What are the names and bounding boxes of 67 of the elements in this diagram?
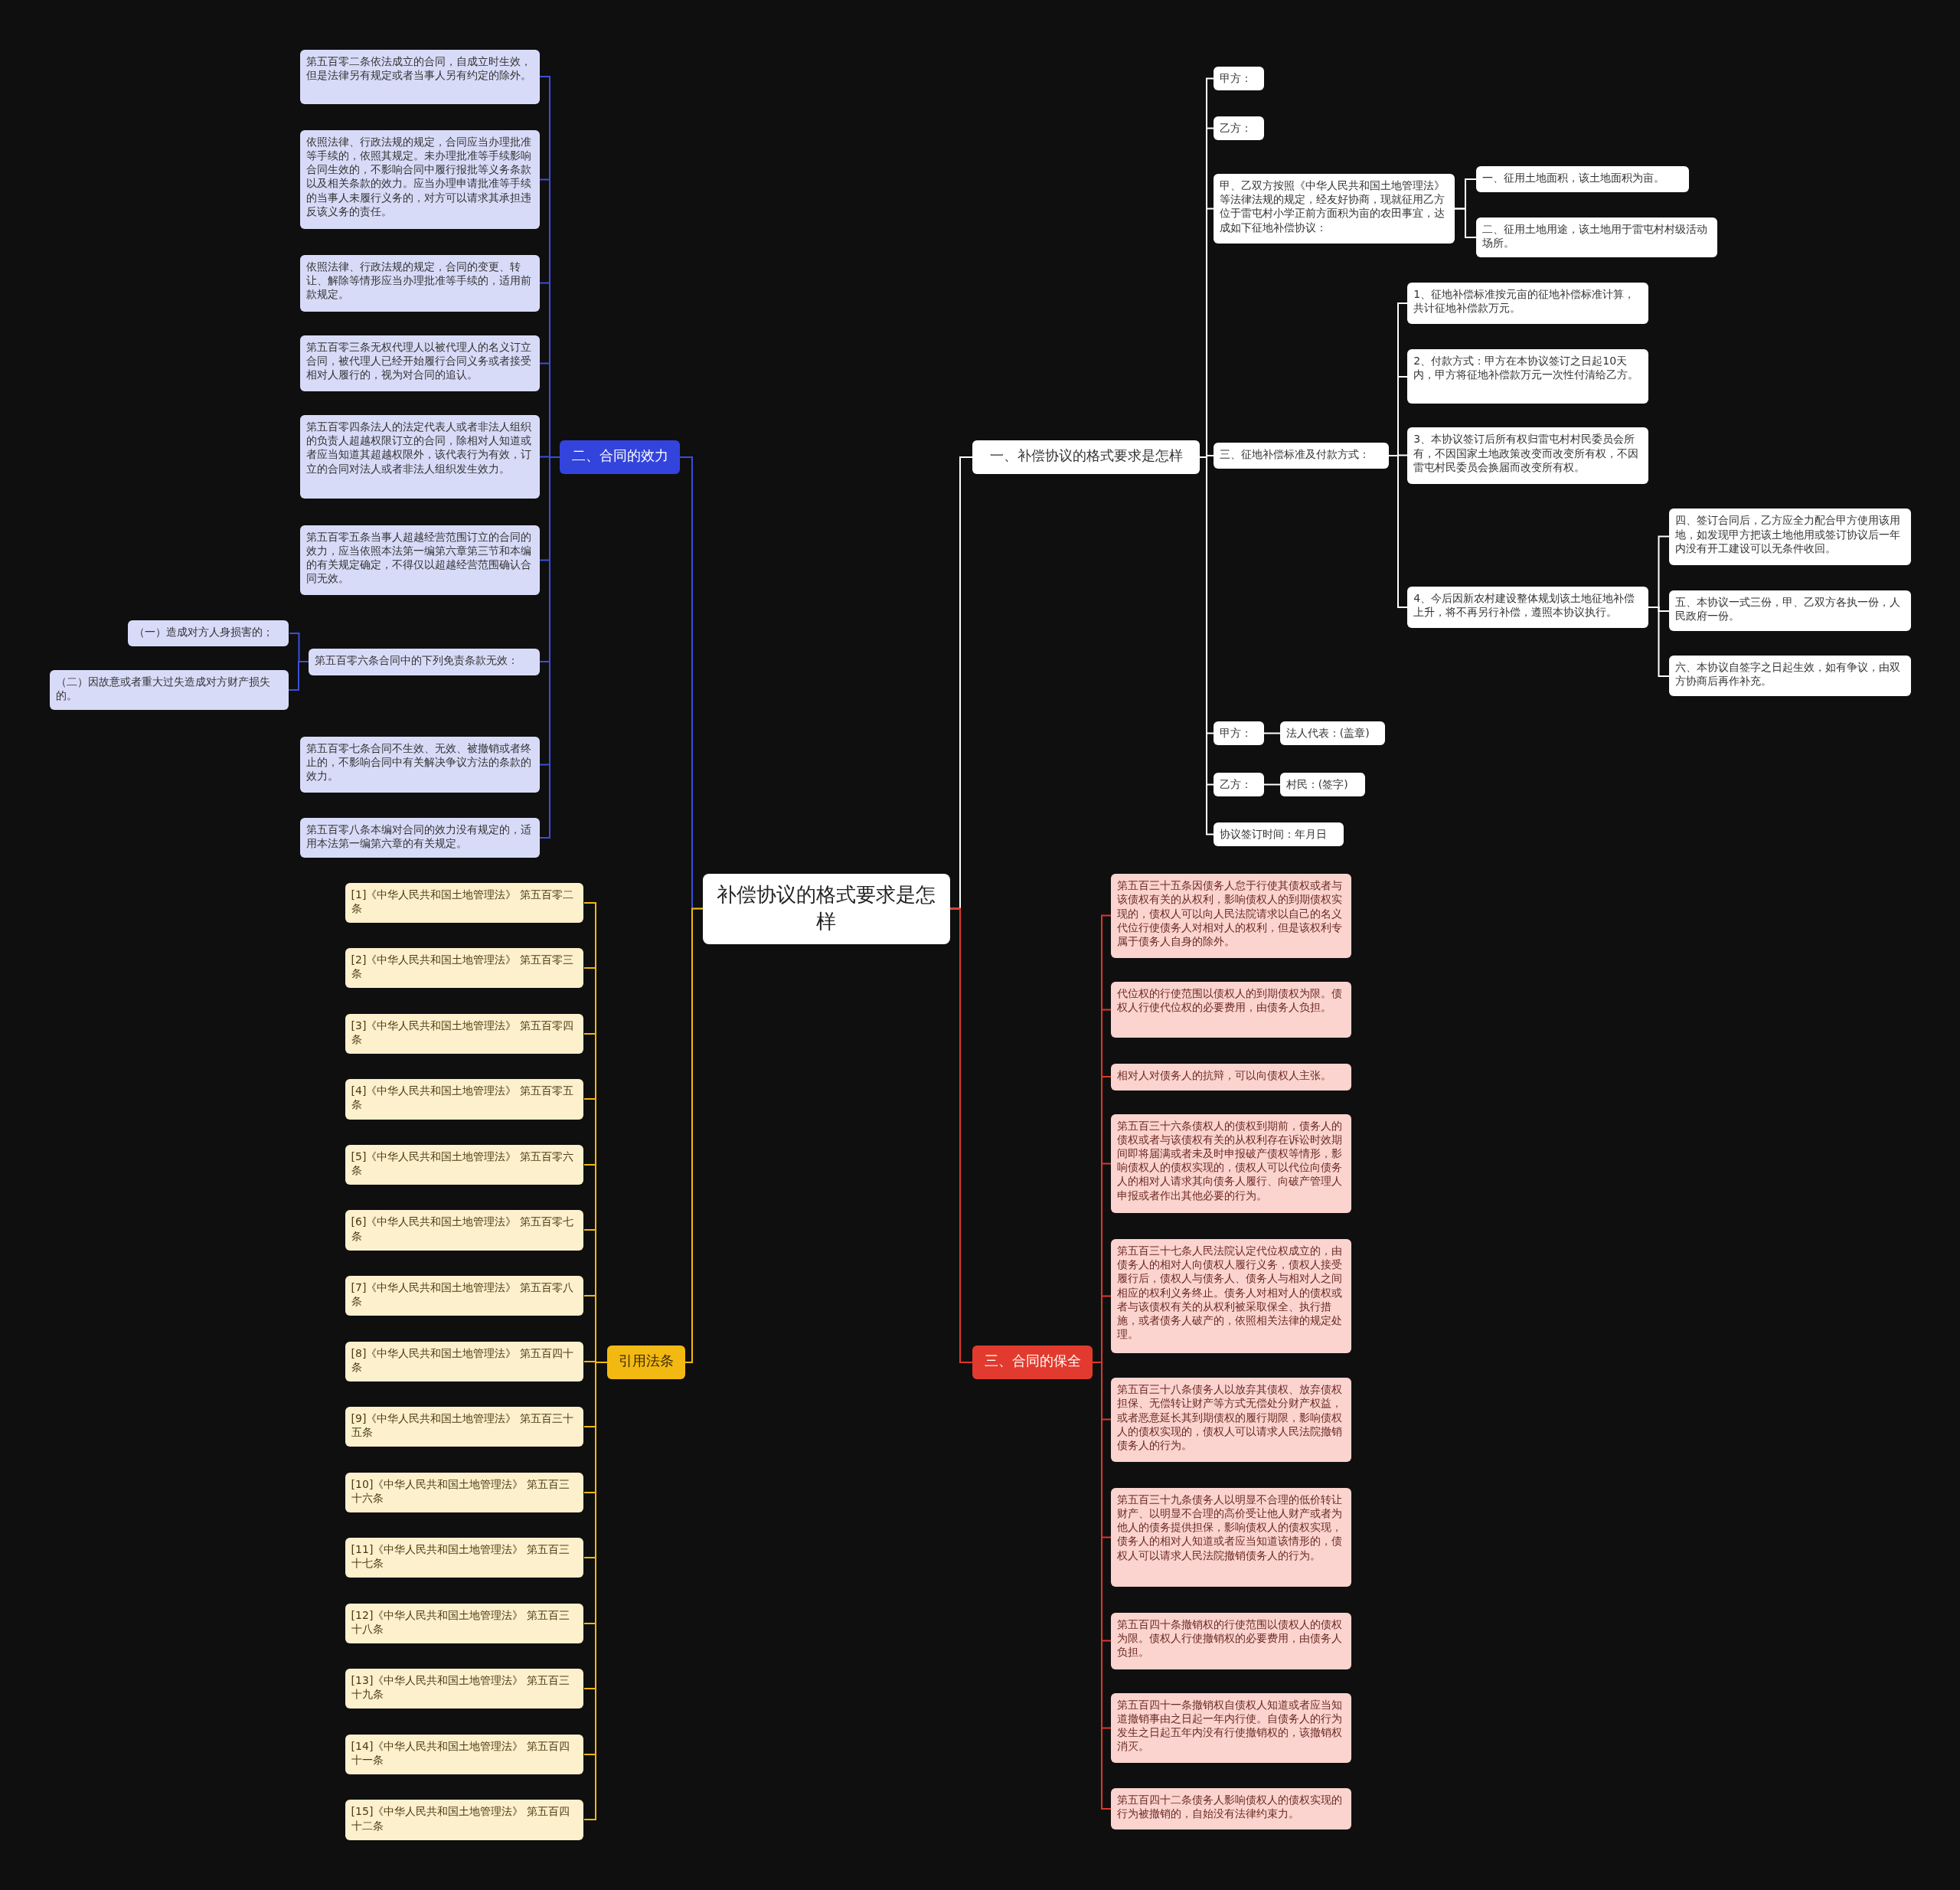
subtopic-node: 协议签订时间：年月日 xyxy=(1214,822,1344,847)
subtopic-node: 甲、乙双方按照《中华人民共和国土地管理法》等法律法规的规定，经友好协商，现就征用乙方位于雷屯村小学正前方面积为亩的农田事宜，达成如下征地补偿协议： xyxy=(1214,173,1455,244)
subtopic-node: 三、征地补偿标准及付款方式： xyxy=(1214,442,1389,469)
connector-line xyxy=(684,907,704,1363)
subtopic-node: [7]《中华人民共和国土地管理法》 第五百零八条 xyxy=(345,1275,584,1316)
subtopic-node: 第五百三十七条人民法院认定代位权成立的，由债务人的相对人向债权人履行义务，债权人接受履行后，债权人与债务人、债务人与相对人之间相应的权利义务终止。债务人对相对人的债权或者与该债权有关的从权利被采取保全、执行措施，或者债务人破产的，依照相关法律的规定处理。 xyxy=(1111,1238,1351,1353)
subtopic-node: 四、签订合同后，乙方应全力配合甲方使用该用地，如发现甲方把该土地他用或签订协议后一年内没有开工建设可以无条件收回。 xyxy=(1668,508,1912,565)
subtopic-node: 乙方： xyxy=(1214,772,1264,796)
subtopic-node: 第五百三十八条债务人以放弃其债权、放弃债权担保、无偿转让财产等方式无偿处分财产权益，或者恶意延长其到期债权的履行期限，影响债权人的债权实现的，债权人可以请求人民法院撤销债务人的行为。 xyxy=(1111,1378,1351,1462)
subtopic-node: [5]《中华人民共和国土地管理法》 第五百零六条 xyxy=(345,1144,584,1185)
subtopic-node: 五、本协议一式三份，甲、乙双方各执一份，人民政府一份。 xyxy=(1668,590,1912,632)
subtopic-node: 二、征用土地用途，该土地用于雷屯村村级活动场所。 xyxy=(1476,217,1718,258)
subtopic-node: 六、本协议自签字之日起生效，如有争议，由双方协商后再作补充。 xyxy=(1668,655,1912,697)
branch-topic: 二、合同的效力 xyxy=(560,440,681,474)
subtopic-node: [10]《中华人民共和国土地管理法》 第五百三十六条 xyxy=(345,1472,584,1512)
subtopic-node: 第五百零三条无权代理人以被代理人的名义订立合同，被代理人已经开始履行合同义务或者接受相对人履行的，视为对合同的追认。 xyxy=(299,335,541,391)
branch-topic: 一、补偿协议的格式要求是怎样 xyxy=(972,440,1200,474)
subtopic-node: [2]《中华人民共和国土地管理法》 第五百零三条 xyxy=(345,948,584,989)
subtopic-node: 2、付款方式：甲方在本协议签订之日起10天内，甲方将征地补偿款万元一次性付清给乙方。 xyxy=(1407,348,1649,404)
subtopic-node: [3]《中华人民共和国土地管理法》 第五百零四条 xyxy=(345,1013,584,1054)
connector-line xyxy=(949,907,973,1363)
subtopic-node: 第五百三十九条债务人以明显不合理的低价转让财产、以明显不合理的高价受让他人财产或者为他人的债务提供担保，影响债权人的债权实现，债务人的相对人知道或者应当知道该情形的，债权人可以请求人民法院撤销债务人的行为。 xyxy=(1111,1487,1351,1587)
connector-line xyxy=(288,661,309,691)
subtopic-node: （一）造成对方人身损害的； xyxy=(127,620,289,647)
subtopic-node: [1]《中华人民共和国土地管理法》 第五百零二条 xyxy=(345,882,584,923)
subtopic-node: 第五百四十条撤销权的行使范围以债权人的债权为限。债权人行使撤销权的必要费用，由债务人负担。 xyxy=(1111,1613,1351,1669)
subtopic-node: [12]《中华人民共和国土地管理法》 第五百三十八条 xyxy=(345,1603,584,1643)
subtopic-node: [11]《中华人民共和国土地管理法》 第五百三十七条 xyxy=(345,1538,584,1578)
subtopic-node: 3、本协议签订后所有权归雷屯村村民委员会所有，不因国家土地政策改变而改变所有权，不因雷屯村民委员会换届而改变所有权。 xyxy=(1407,427,1649,484)
subtopic-node: 相对人对债务人的抗辩，可以向债权人主张。 xyxy=(1111,1064,1351,1091)
subtopic-node: 法人代表：(盖章) xyxy=(1279,721,1385,746)
subtopic-node: [8]《中华人民共和国土地管理法》 第五百四十条 xyxy=(345,1341,584,1382)
subtopic-node: 第五百零五条当事人超越经营范围订立的合同的效力，应当依照本法第一编第六章第三节和本编的有关规定确定，不得仅以超越经营范围确认合同无效。 xyxy=(299,525,541,596)
subtopic-node: 第五百零四条法人的法定代表人或者非法人组织的负责人超越权限订立的合同，除相对人知道或者应当知道其超越权限外，该代表行为有效，订立的合同对法人或者非法人组织发生效力。 xyxy=(299,415,541,499)
subtopic-node: [6]《中华人民共和国土地管理法》 第五百零七条 xyxy=(345,1210,584,1251)
subtopic-node: [4]《中华人民共和国土地管理法》 第五百零五条 xyxy=(345,1079,584,1120)
subtopic-node: 乙方： xyxy=(1214,116,1264,140)
connector-line xyxy=(1263,732,1281,734)
branch-topic: 引用法条 xyxy=(607,1345,685,1379)
subtopic-node: 依照法律、行政法规的规定，合同应当办理批准等手续的，依照其规定。未办理批准等手续影响合同生效的，不影响合同中履行报批等义务条款以及相关条款的效力。应当办理申请批准等手续的当事人未履行义务的，对方可以请求其承担违反该义务的责任。 xyxy=(299,129,541,229)
branch-topic: 三、合同的保全 xyxy=(972,1345,1093,1379)
subtopic-node: （二）因故意或者重大过失造成对方财产损失的。 xyxy=(50,670,289,711)
subtopic-node: 第五百四十二条债务人影响债权人的债权实现的行为被撤销的，自始没有法律约束力。 xyxy=(1111,1787,1351,1830)
subtopic-node: [13]《中华人民共和国土地管理法》 第五百三十九条 xyxy=(345,1669,584,1709)
connector-line xyxy=(1648,607,1670,677)
subtopic-node: 依照法律、行政法规的规定，合同的变更、转让、解除等情形应当办理批准等手续的，适用前款规定。 xyxy=(299,255,541,312)
subtopic-node: 1、征地补偿标准按元亩的征地补偿标准计算，共计征地补偿款万元。 xyxy=(1407,282,1649,324)
subtopic-node: 第五百零二条依法成立的合同，自成立时生效，但是法律另有规定或者当事人另有约定的除外。 xyxy=(299,50,541,104)
subtopic-node: 第五百零八条本编对合同的效力没有规定的，适用本法第一编第六章的有关规定。 xyxy=(299,817,541,858)
connector-line xyxy=(1388,455,1408,608)
subtopic-node: 4、今后因新农村建设整体规划该土地征地补偿上升，将不再另行补偿，遵照本协议执行。 xyxy=(1407,586,1649,628)
subtopic-node: [14]《中华人民共和国土地管理法》 第五百四十一条 xyxy=(345,1734,584,1775)
connector-line xyxy=(1263,783,1281,786)
subtopic-node: 第五百三十六条债权人的债权到期前，债务人的债权或者与该债权有关的从权利存在诉讼时效期间即将届满或者未及时申报破产债权等情形，影响债权人的债权实现的，债权人可以代位向债务人的相对人请求其向债务人履行、向破产管理人申报或者作出其他必要的行为。 xyxy=(1111,1113,1351,1213)
subtopic-node: 甲方： xyxy=(1214,721,1264,746)
subtopic-node: 村民：(签字) xyxy=(1279,772,1365,796)
connector-line xyxy=(1454,208,1477,238)
subtopic-node: [15]《中华人民共和国土地管理法》 第五百四十二条 xyxy=(345,1800,584,1840)
subtopic-node: 代位权的行使范围以债权人的到期债权为限。债权人行使代位权的必要费用，由债务人负担。 xyxy=(1111,981,1351,1038)
subtopic-node: 第五百三十五条因债务人怠于行使其债权或者与该债权有关的从权利，影响债权人的到期债权实现的，债权人可以向人民法院请求以自己的名义代位行使债务人对相对人的权利，但是该权利专属于债务人自身的除外。 xyxy=(1111,874,1351,958)
subtopic-node: 一、征用土地面积，该土地面积为亩。 xyxy=(1476,166,1689,193)
subtopic-node: 第五百零七条合同不生效、无效、被撤销或者终止的，不影响合同中有关解决争议方法的条款的效力。 xyxy=(299,736,541,793)
subtopic-node: 甲方： xyxy=(1214,66,1264,90)
central-topic: 补偿协议的格式要求是怎样 xyxy=(702,874,950,944)
subtopic-node: 第五百零六条合同中的下列免责条款无效： xyxy=(309,649,541,675)
subtopic-node: [9]《中华人民共和国土地管理法》 第五百三十五条 xyxy=(345,1407,584,1447)
subtopic-node: 第五百四十一条撤销权自债权人知道或者应当知道撤销事由之日起一年内行使。自债务人的行为发生之日起五年内没有行使撤销权的，该撤销权消灭。 xyxy=(1111,1692,1351,1764)
